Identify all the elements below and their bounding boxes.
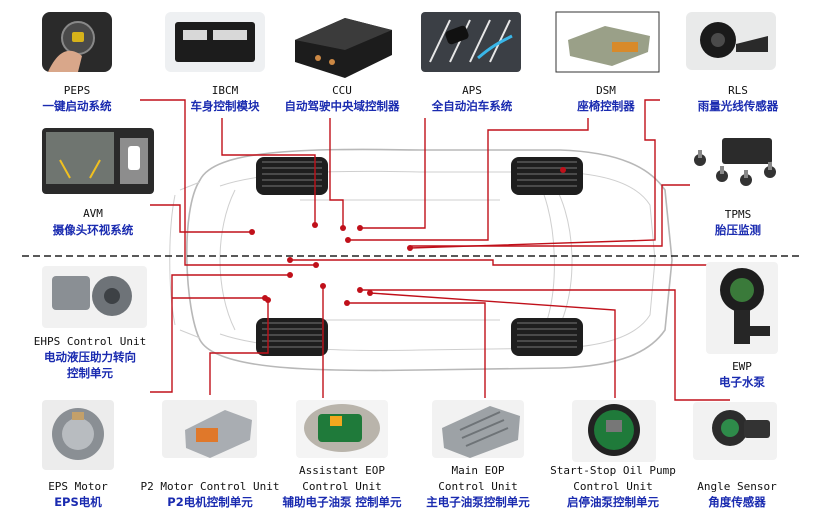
label-ibcm-en: IBCM (212, 84, 239, 97)
label-eps-en: EPS Motor (48, 480, 108, 493)
label-ehps-cn2: 控制单元 (67, 366, 113, 380)
label-tpms-en: TPMS (725, 208, 752, 221)
labels: PEPS 一键启动系统 IBCM 车身控制模块 CCU 自动驾驶中央域控制器 A… (34, 84, 779, 509)
label-ssop-cn: 启停油泵控制单元 (567, 495, 659, 509)
label-ibcm-cn: 车身控制模块 (191, 99, 260, 113)
main-eop-controller-icon (432, 400, 524, 458)
label-peps-en: PEPS (64, 84, 91, 97)
label-angle-cn: 角度传感器 (708, 495, 766, 509)
eps-motor-icon (42, 400, 114, 470)
label-avm-en: AVM (83, 207, 103, 220)
body-control-module-icon (165, 12, 265, 72)
label-peps-cn: 一键启动系统 (43, 99, 112, 113)
tire-pressure-sensor-icon (694, 138, 776, 186)
label-angle-en: Angle Sensor (697, 480, 777, 493)
tire-rear-left (511, 157, 583, 195)
label-ssop-en: Start-Stop Oil Pump (550, 464, 676, 477)
label-aeop-en: Assistant EOP (299, 464, 385, 477)
start-stop-pump-board-icon (572, 400, 656, 462)
label-rls-cn: 雨量光线传感器 (698, 99, 779, 113)
auto-parking-icon (421, 12, 521, 72)
label-ewp-en: EWP (732, 360, 752, 373)
label-p2-en: P2 Motor Control Unit (140, 480, 279, 493)
p2-motor-controller-icon (162, 400, 257, 458)
label-avm-cn: 摄像头环视系统 (53, 223, 134, 237)
ehps-pump-icon (42, 266, 147, 328)
tire-rear-right (511, 318, 583, 356)
label-ccu-cn: 自动驾驶中央域控制器 (285, 99, 400, 113)
seat-controller-icon (555, 11, 660, 73)
tire-front-right (256, 318, 328, 356)
push-button-start-icon (42, 12, 112, 72)
label-ehps-cn: 电动液压助力转向 (44, 350, 136, 364)
label-ccu-en: CCU (332, 84, 352, 97)
central-domain-controller-icon (295, 18, 392, 78)
label-aps-en: APS (462, 84, 482, 97)
angle-sensor-icon (693, 402, 777, 460)
label-rls-en: RLS (728, 84, 748, 97)
assistant-eop-board-icon (296, 400, 388, 458)
label-tpms-cn: 胎压监测 (714, 223, 761, 237)
label-dsm-cn: 座椅控制器 (576, 99, 635, 113)
label-aps-cn: 全自动泊车系统 (431, 99, 513, 113)
label-meop-en: Main EOP (452, 464, 505, 477)
connection-wires (140, 99, 730, 401)
label-meop-en2: Control Unit (438, 480, 517, 493)
label-dsm-en: DSM (596, 84, 616, 97)
label-p2-cn: P2电机控制单元 (167, 495, 253, 509)
rain-light-sensor-icon (686, 12, 776, 70)
label-meop-cn: 主电子油泵控制单元 (426, 495, 530, 509)
label-ehps-en: EHPS Control Unit (34, 335, 147, 348)
label-aeop-cn: 辅助电子油泵 控制单元 (282, 495, 402, 509)
label-ewp-cn: 电子水泵 (719, 375, 765, 389)
electric-water-pump-icon (706, 262, 778, 354)
connection-dots (249, 167, 566, 306)
label-eps-cn: EPS电机 (54, 495, 102, 509)
surround-view-camera-icon (42, 128, 154, 194)
label-ssop-en2: Control Unit (573, 480, 652, 493)
tire-front-left (256, 157, 328, 195)
label-aeop-en2: Control Unit (302, 480, 381, 493)
